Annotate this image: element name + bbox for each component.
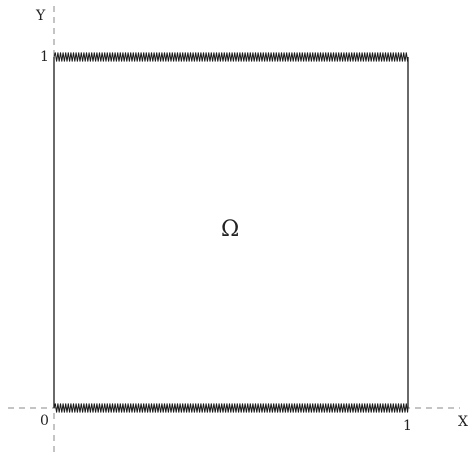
y-axis-label: Y xyxy=(35,8,46,24)
y-tick-label: 1 xyxy=(40,49,49,65)
top-zigzag-boundary xyxy=(53,52,409,62)
bottom-zigzag-boundary xyxy=(53,403,409,413)
x-axis-label: X xyxy=(458,414,468,430)
origin-label: 0 xyxy=(40,413,49,429)
x-tick-label: 1 xyxy=(403,418,412,434)
domain-omega-label: Ω xyxy=(221,217,239,242)
